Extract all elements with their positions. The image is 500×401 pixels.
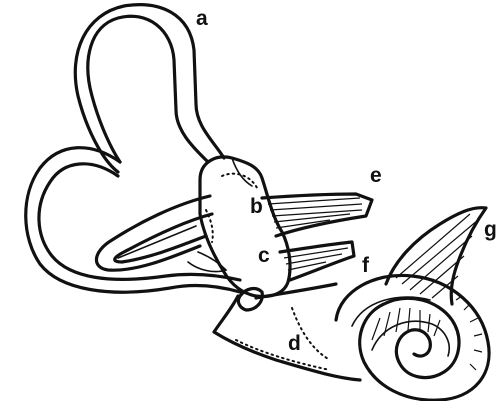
label-c: c: [258, 244, 270, 267]
label-g: g: [484, 218, 497, 241]
cochlear-nerve: [386, 208, 486, 304]
label-b: b: [250, 195, 263, 218]
label-a: a: [196, 7, 208, 30]
cochlear-nerve-branch: [256, 242, 354, 298]
vestibular-nerve: [262, 194, 372, 236]
label-e: e: [370, 164, 382, 187]
cochlear-duct-base: [214, 289, 360, 380]
label-f: f: [362, 254, 370, 277]
label-d: d: [288, 332, 301, 355]
